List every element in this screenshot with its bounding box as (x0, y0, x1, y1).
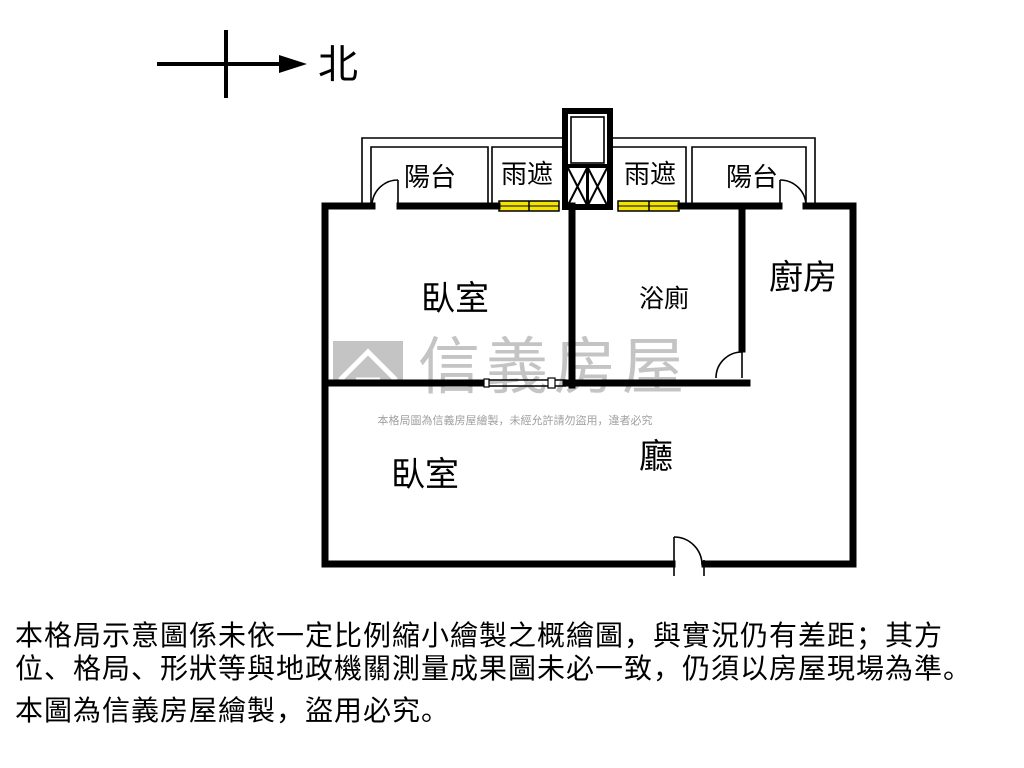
balcony-right-rail-inner (691, 146, 807, 206)
brand-logo-roof-icon (338, 348, 398, 382)
balcony-right-door-swing (779, 179, 807, 207)
label-balcony-left: 陽台 (404, 163, 456, 193)
balcony-rails (361, 137, 816, 206)
balcony-left-door-swing (371, 179, 399, 207)
balcony-left-rail-outer (361, 137, 562, 206)
label-bedroom-upper: 臥室 (421, 279, 489, 319)
compass-arrow-icon (279, 55, 307, 73)
disclaimer-line: 位、格局、形狀等與地政機關測量成果圖未必一致，仍須以房屋現場為準。 (15, 652, 973, 685)
watermark: 信義房屋 本格局圖為信義房屋繪製，未經允許請勿盜用，違者必究 (333, 330, 690, 427)
sliding-door-panel (483, 378, 490, 388)
label-canopy-right: 雨遮 (624, 160, 676, 190)
balcony-left-rail-inner (370, 146, 489, 206)
label-bedroom-lower: 臥室 (391, 455, 459, 495)
utility-shaft (562, 108, 613, 210)
shaft-inner-outline (570, 116, 605, 164)
room-labels: 陽台 雨遮 雨遮 陽台 臥室 浴廁 廚房 臥室 廳 (391, 160, 837, 495)
doors (371, 179, 807, 576)
walls (321, 202, 857, 568)
label-canopy-left: 雨遮 (501, 160, 553, 190)
compass-north-label: 北 (318, 42, 358, 88)
sliding-door (483, 377, 566, 389)
label-balcony-right: 陽台 (726, 163, 778, 193)
label-kitchen: 廚房 (769, 258, 837, 298)
exterior-wall-left (321, 202, 676, 568)
disclaimer-line: 本圖為信義房屋繪製，盜用必究。 (15, 694, 451, 727)
entrance-door-swing (673, 536, 703, 566)
compass: 北 (157, 30, 358, 98)
shaft-hatch-line (587, 167, 608, 206)
canopy-right-rail-inner (612, 146, 687, 206)
bathroom-door-swing (715, 351, 743, 379)
watermark-notice-text: 本格局圖為信義房屋繪製，未經允許請勿盜用，違者必究 (378, 413, 653, 427)
canopy-left-rail-inner (491, 146, 562, 206)
label-living-room: 廳 (639, 437, 673, 477)
balcony-right-rail-outer (612, 137, 816, 206)
sliding-door-panel (547, 377, 556, 389)
disclaimer-line: 本格局示意圖係未依一定比例縮小繪製之概繪圖，與實況仍有差距；其方 (15, 619, 944, 652)
watermark-brand-text: 信義房屋 (418, 330, 690, 403)
exterior-wall-bottom-right (701, 202, 857, 568)
label-bathroom: 浴廁 (639, 284, 689, 313)
shaft-hatch-line (567, 167, 588, 206)
